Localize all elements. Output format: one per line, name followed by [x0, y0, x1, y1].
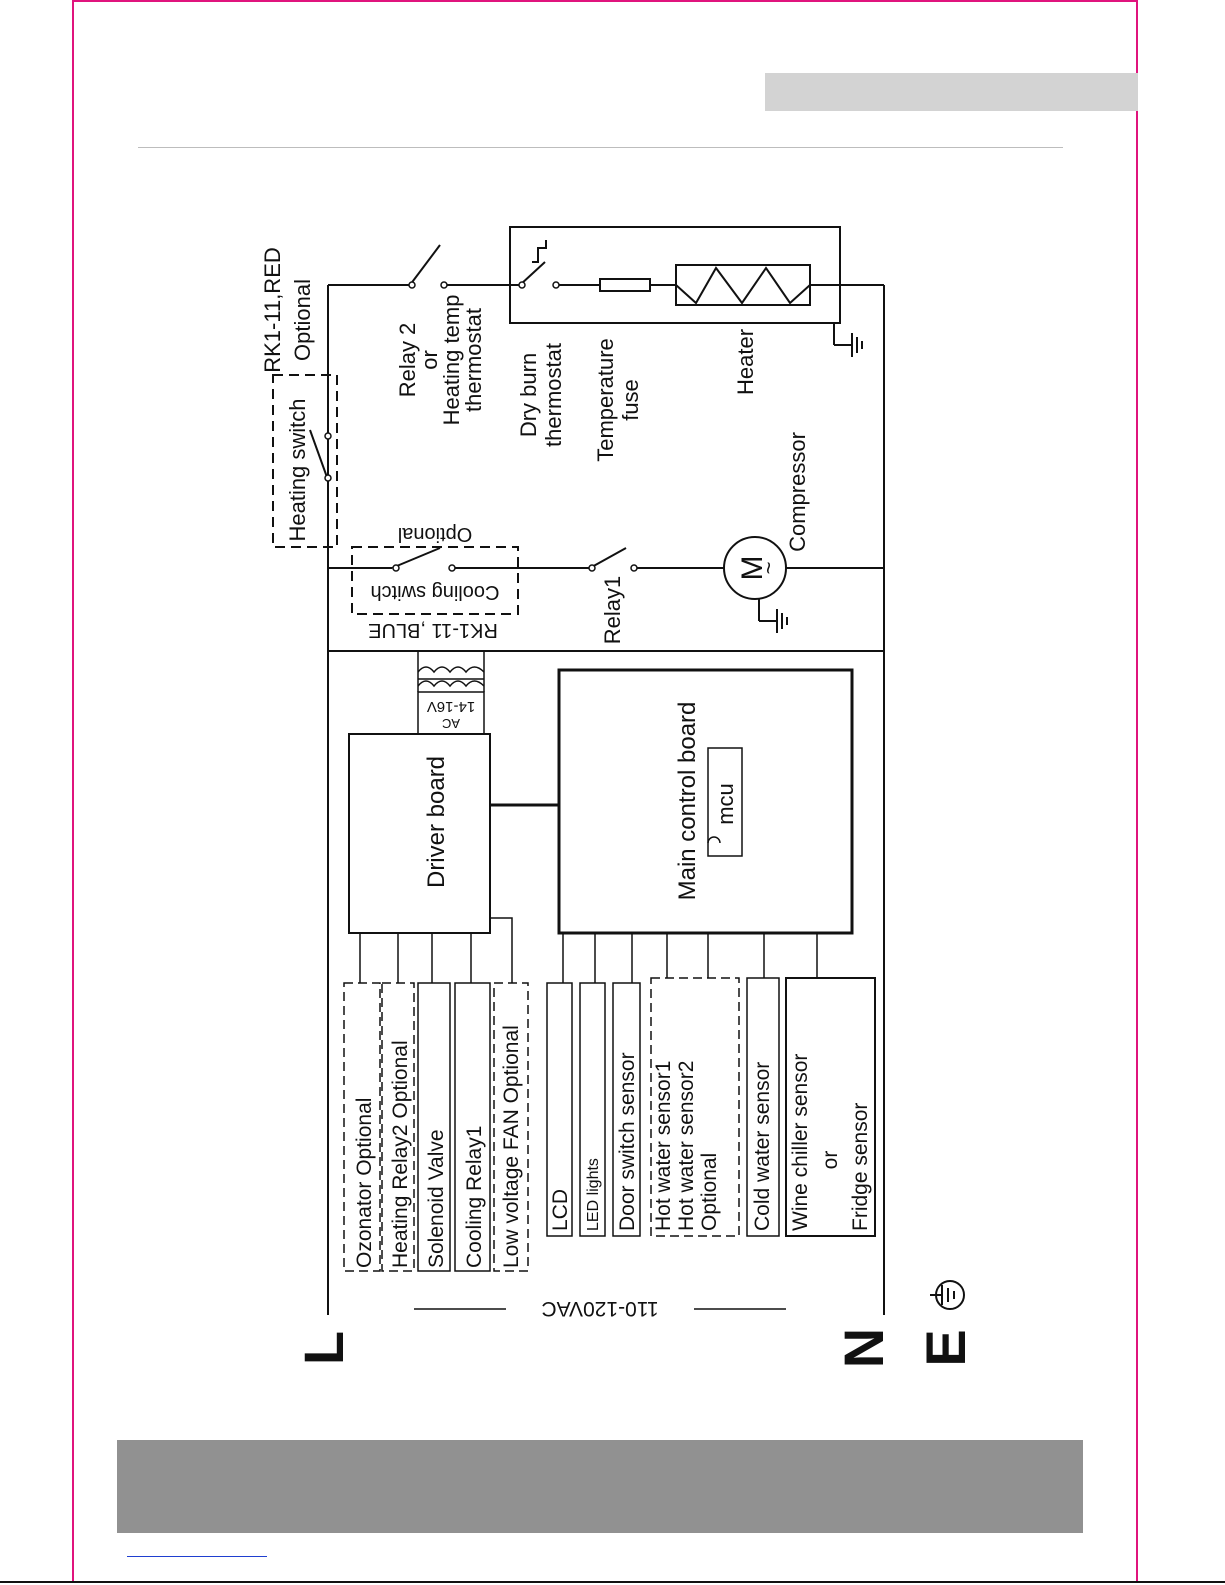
cooling-relay1-label: Cooling Relay1 — [463, 1126, 486, 1268]
main-board-label: Main control board — [674, 702, 701, 901]
lcd-box — [546, 982, 573, 1237]
dry-burn-contact — [519, 261, 546, 286]
bus-wires — [327, 284, 885, 1315]
led-lights-box — [579, 982, 606, 1237]
heater-enclosure — [509, 226, 841, 324]
ozonator-box — [343, 982, 381, 1272]
compressor-label: Compressor — [785, 432, 810, 552]
main-input-labels: LCD LED lights Door switch sensor Hot wa… — [549, 1052, 872, 1231]
heating-relay2-label: Heating Relay2 Optional — [389, 1040, 412, 1268]
cold-water-sensor-box — [746, 977, 780, 1237]
heater-labels: Dry burn thermostat Temperature fuse Hea… — [516, 329, 758, 462]
heating-switch-contact — [309, 429, 329, 481]
motor-m-label: M — [736, 556, 769, 581]
hot-water-sensor1-label: Hot water sensor1 — [652, 1061, 675, 1231]
heating-temp-label: Heating temp — [439, 295, 464, 426]
driver-output-boxes — [343, 982, 529, 1272]
door-switch-box — [612, 982, 641, 1237]
lcd-label: LCD — [549, 1189, 572, 1231]
footer-bar — [117, 1440, 1083, 1533]
compressor-motor: M ~ Compressor — [723, 432, 810, 634]
fan-box — [493, 982, 529, 1272]
mcu-label: mcu — [713, 783, 738, 825]
relay1-contact: Relay1 — [588, 547, 638, 644]
terminal-e-label: E — [914, 1329, 977, 1366]
dry-burn-label: Dry burn — [516, 353, 541, 437]
temperature-fuse-symbol — [599, 278, 651, 292]
relay2-label: Relay 2 — [395, 323, 420, 398]
terminal-l-label: L — [292, 1331, 355, 1365]
relay2-labels: Relay 2 or Heating temp thermostat — [395, 295, 486, 426]
main-control-board: Main control board mcu — [557, 668, 854, 935]
cooling-switch-box — [351, 546, 519, 615]
cold-water-sensor-label: Cold water sensor — [751, 1062, 774, 1231]
cooling-switch-contact — [391, 547, 441, 569]
page-bottom-edge — [0, 1581, 1225, 1583]
driver-board-label: Driver board — [423, 756, 450, 888]
supply-voltage-label: 110-120VAC — [541, 1297, 658, 1320]
hot-water-optional-label: Optional — [698, 1153, 721, 1231]
driver-board: Driver board — [348, 733, 491, 934]
footer-link-underline — [127, 1556, 267, 1557]
cooling-switch-group: Optional Cooling switch RK1-11 ,BLUE — [351, 523, 519, 641]
solenoid-valve-box — [417, 982, 451, 1272]
heating-switch-group: RK1-11,RED Optional Heating switch — [260, 247, 338, 548]
heater-module — [509, 226, 863, 358]
dry-burn-thermostat-label: thermostat — [541, 343, 566, 447]
main-input-boxes — [546, 977, 876, 1237]
cooling-switch-label: Cooling switch — [371, 581, 500, 603]
led-lights-label: LED lights — [585, 1158, 602, 1231]
cooling-switch-tag: RK1-11 ,BLUE — [368, 619, 498, 641]
supply-voltage-indicator: 110-120VAC — [414, 1297, 786, 1320]
earth-symbol-icon — [930, 1280, 965, 1310]
fridge-sensor-label: Fridge sensor — [849, 1103, 872, 1231]
heater-label: Heater — [733, 329, 758, 395]
heating-switch-tag: RK1-11,RED — [260, 247, 285, 373]
terminal-n-label: N — [832, 1328, 895, 1368]
transformer-voltage: 14-16V — [427, 698, 475, 715]
motor-symbol — [723, 536, 787, 600]
main-input-wires — [562, 933, 818, 983]
heating-switch-box — [272, 374, 338, 548]
driver-output-labels: Ozonator Optional Heating Relay2 Optiona… — [353, 1025, 523, 1268]
relay1-label: Relay1 — [600, 576, 625, 644]
cooling-relay1-box — [454, 982, 491, 1272]
door-switch-label: Door switch sensor — [616, 1052, 639, 1231]
motor-tilde-label: ~ — [756, 562, 781, 575]
header-divider — [138, 147, 1063, 148]
hot-water-sensor2-label: Hot water sensor2 — [675, 1061, 698, 1231]
heating-relay2-box — [381, 982, 415, 1272]
header-bar — [765, 73, 1138, 111]
wine-chiller-sensor-box — [785, 977, 876, 1237]
transformer-type: AC — [442, 716, 460, 731]
solenoid-valve-label: Solenoid Valve — [425, 1129, 448, 1268]
wine-chiller-sensor-label: Wine chiller sensor — [789, 1054, 812, 1231]
hot-water-sensor-box — [650, 977, 740, 1237]
page-border — [72, 0, 1138, 1581]
heating-switch-optional-label: Optional — [290, 279, 315, 361]
ozonator-label: Ozonator Optional — [353, 1098, 376, 1268]
fan-label: Low voltage FAN Optional — [500, 1025, 523, 1268]
relay2-contact — [408, 244, 448, 289]
fuse-label: fuse — [618, 379, 643, 421]
heater-element-symbol — [675, 264, 811, 306]
relay2-or-label: or — [417, 350, 442, 370]
transformer: 14-16V AC — [417, 651, 485, 735]
thermostat-label: thermostat — [461, 308, 486, 412]
cooling-switch-optional-label: Optional — [398, 523, 473, 545]
wine-chiller-or-label: or — [819, 1151, 842, 1170]
heating-switch-label: Heating switch — [285, 398, 310, 541]
temperature-fuse-label: Temperature — [593, 338, 618, 462]
driver-output-wires — [359, 917, 513, 983]
mcu-chip — [707, 747, 743, 857]
